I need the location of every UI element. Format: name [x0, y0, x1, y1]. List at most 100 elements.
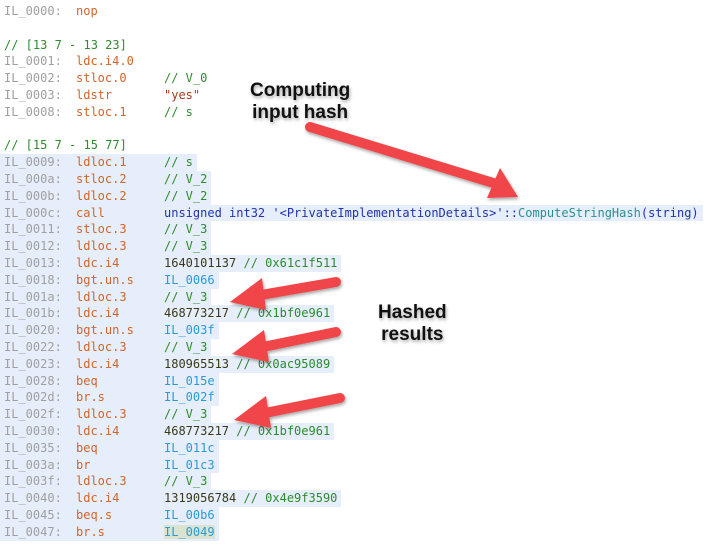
il-offset: IL_001b:	[4, 306, 62, 321]
hex-comment: // 0x1bf0e961	[236, 423, 331, 438]
branch-target-label[interactable]: IL_011c	[164, 440, 215, 455]
code-line: IL_000b:ldloc.2// V_2	[0, 187, 703, 205]
method-name: ComputeStringHash	[518, 205, 641, 220]
il-offset: IL_0020:	[4, 323, 62, 338]
il-offset: IL_0013:	[4, 255, 62, 270]
code-line: IL_000a:stloc.2// V_2	[0, 170, 703, 188]
opcode: ldloc.3	[76, 474, 127, 489]
code-line: IL_0001:ldc.i4.0	[4, 53, 703, 70]
opcode: ldc.i4	[76, 306, 120, 321]
branch-target-label[interactable]: IL_002f	[164, 390, 215, 405]
opcode: ldloc.3	[76, 239, 127, 254]
sequence-comment-text: // [13 7 - 13 23]	[4, 37, 127, 52]
line-content: IL_002f:ldloc.3// V_3	[0, 406, 212, 423]
code-line: IL_002f:ldloc.3// V_3	[0, 406, 703, 423]
operand-comment: // s	[164, 104, 193, 119]
opcode: ldc.i4.0	[76, 54, 134, 69]
code-line: IL_0008:stloc.1// s	[4, 104, 703, 121]
opcode: ldc.i4	[76, 356, 120, 371]
branch-target-label[interactable]: IL_01c3	[164, 457, 215, 472]
il-offset: IL_0018:	[4, 272, 62, 287]
operand-comment: // V_3	[164, 474, 208, 489]
opcode: ldloc.2	[76, 188, 127, 203]
il-offset: IL_003f:	[4, 474, 62, 489]
line-content: IL_0012: ldloc.3 // V_3	[0, 238, 212, 255]
opcode: br.s	[76, 390, 105, 405]
code-line: IL_003f: ldloc.3 // V_3	[0, 473, 703, 491]
line-content: IL_0001:ldc.i4.0	[4, 54, 164, 68]
sequence-point-comment: // [13 7 - 13 23]	[4, 37, 703, 54]
il-offset: IL_0035:	[4, 440, 62, 455]
il-offset: IL_0000:	[4, 4, 62, 18]
il-offset: IL_002d:	[4, 390, 62, 405]
string-literal: "yes"	[164, 87, 201, 102]
annotation-computing-input-hash: Computing input hash	[250, 80, 351, 123]
sequence-point-comment: // [15 7 - 15 77]	[4, 137, 703, 154]
declaring-class: '<PrivateImplementationDetails>'::	[272, 205, 519, 220]
hex-comment: // 0x61c1f511	[243, 255, 338, 270]
opcode: ldc.i4	[76, 491, 120, 506]
il-offset: IL_0011:	[4, 222, 62, 237]
operand-comment: // V_3	[164, 289, 208, 304]
hex-comment: // 0x0ac95089	[236, 356, 331, 371]
operand-comment: // V_2	[164, 188, 208, 203]
il-offset: IL_0003:	[4, 87, 62, 102]
il-offset: IL_0012:	[4, 239, 62, 254]
il-offset: IL_0002:	[4, 71, 62, 86]
il-offset: IL_0040:	[4, 491, 62, 506]
branch-target-label[interactable]: IL_0066	[164, 272, 215, 287]
code-line: IL_0009:ldloc.1// s	[0, 154, 703, 171]
constant-value: 1640101137	[164, 255, 244, 270]
line-content: // [15 7 - 15 77]	[4, 138, 127, 152]
annotation-hashed-results: Hashed results	[378, 302, 447, 345]
opcode: ldloc.3	[76, 339, 127, 354]
opcode: ldc.i4	[76, 255, 120, 270]
operand-comment: // V_3	[164, 239, 208, 254]
il-code-view: IL_0000: nop // [13 7 - 13 23] IL_0001:ldc…	[0, 3, 703, 541]
il-offset: IL_002f:	[4, 407, 62, 422]
return-type: unsigned int32	[164, 205, 273, 220]
arrow-hashed-result-3	[234, 393, 345, 428]
line-content: // [13 7 - 13 23]	[4, 38, 127, 52]
constant-value: 468773217	[164, 306, 237, 321]
branch-target-label[interactable]: IL_0049	[164, 524, 215, 539]
code-line: IL_0002:stloc.0// V_0	[4, 70, 703, 87]
code-line: IL_002d: br.s IL_002f	[0, 389, 703, 407]
operand-comment: // V_3	[164, 222, 208, 237]
opcode: stloc.0	[76, 71, 127, 86]
branch-target-label[interactable]: IL_015e	[164, 373, 215, 388]
branch-target-label[interactable]: IL_00b6	[164, 507, 215, 522]
constant-value: 468773217	[164, 423, 237, 438]
branch-target-label[interactable]: IL_003f	[164, 323, 215, 338]
opcode: br	[76, 457, 91, 472]
code-line: IL_0003:ldstr"yes"	[4, 87, 703, 104]
opcode: nop	[76, 4, 98, 18]
il-offset: IL_001a:	[4, 289, 62, 304]
arrow-hashed-result-1	[230, 277, 341, 310]
opcode: stloc.3	[76, 222, 127, 237]
line-content: IL_002d: br.s IL_002f	[0, 389, 219, 407]
opcode: stloc.1	[76, 104, 127, 119]
line-content: IL_0002:stloc.0// V_0	[4, 71, 207, 85]
il-offset: IL_0047:	[4, 524, 62, 539]
arrow-hashed-result-2	[232, 327, 341, 362]
